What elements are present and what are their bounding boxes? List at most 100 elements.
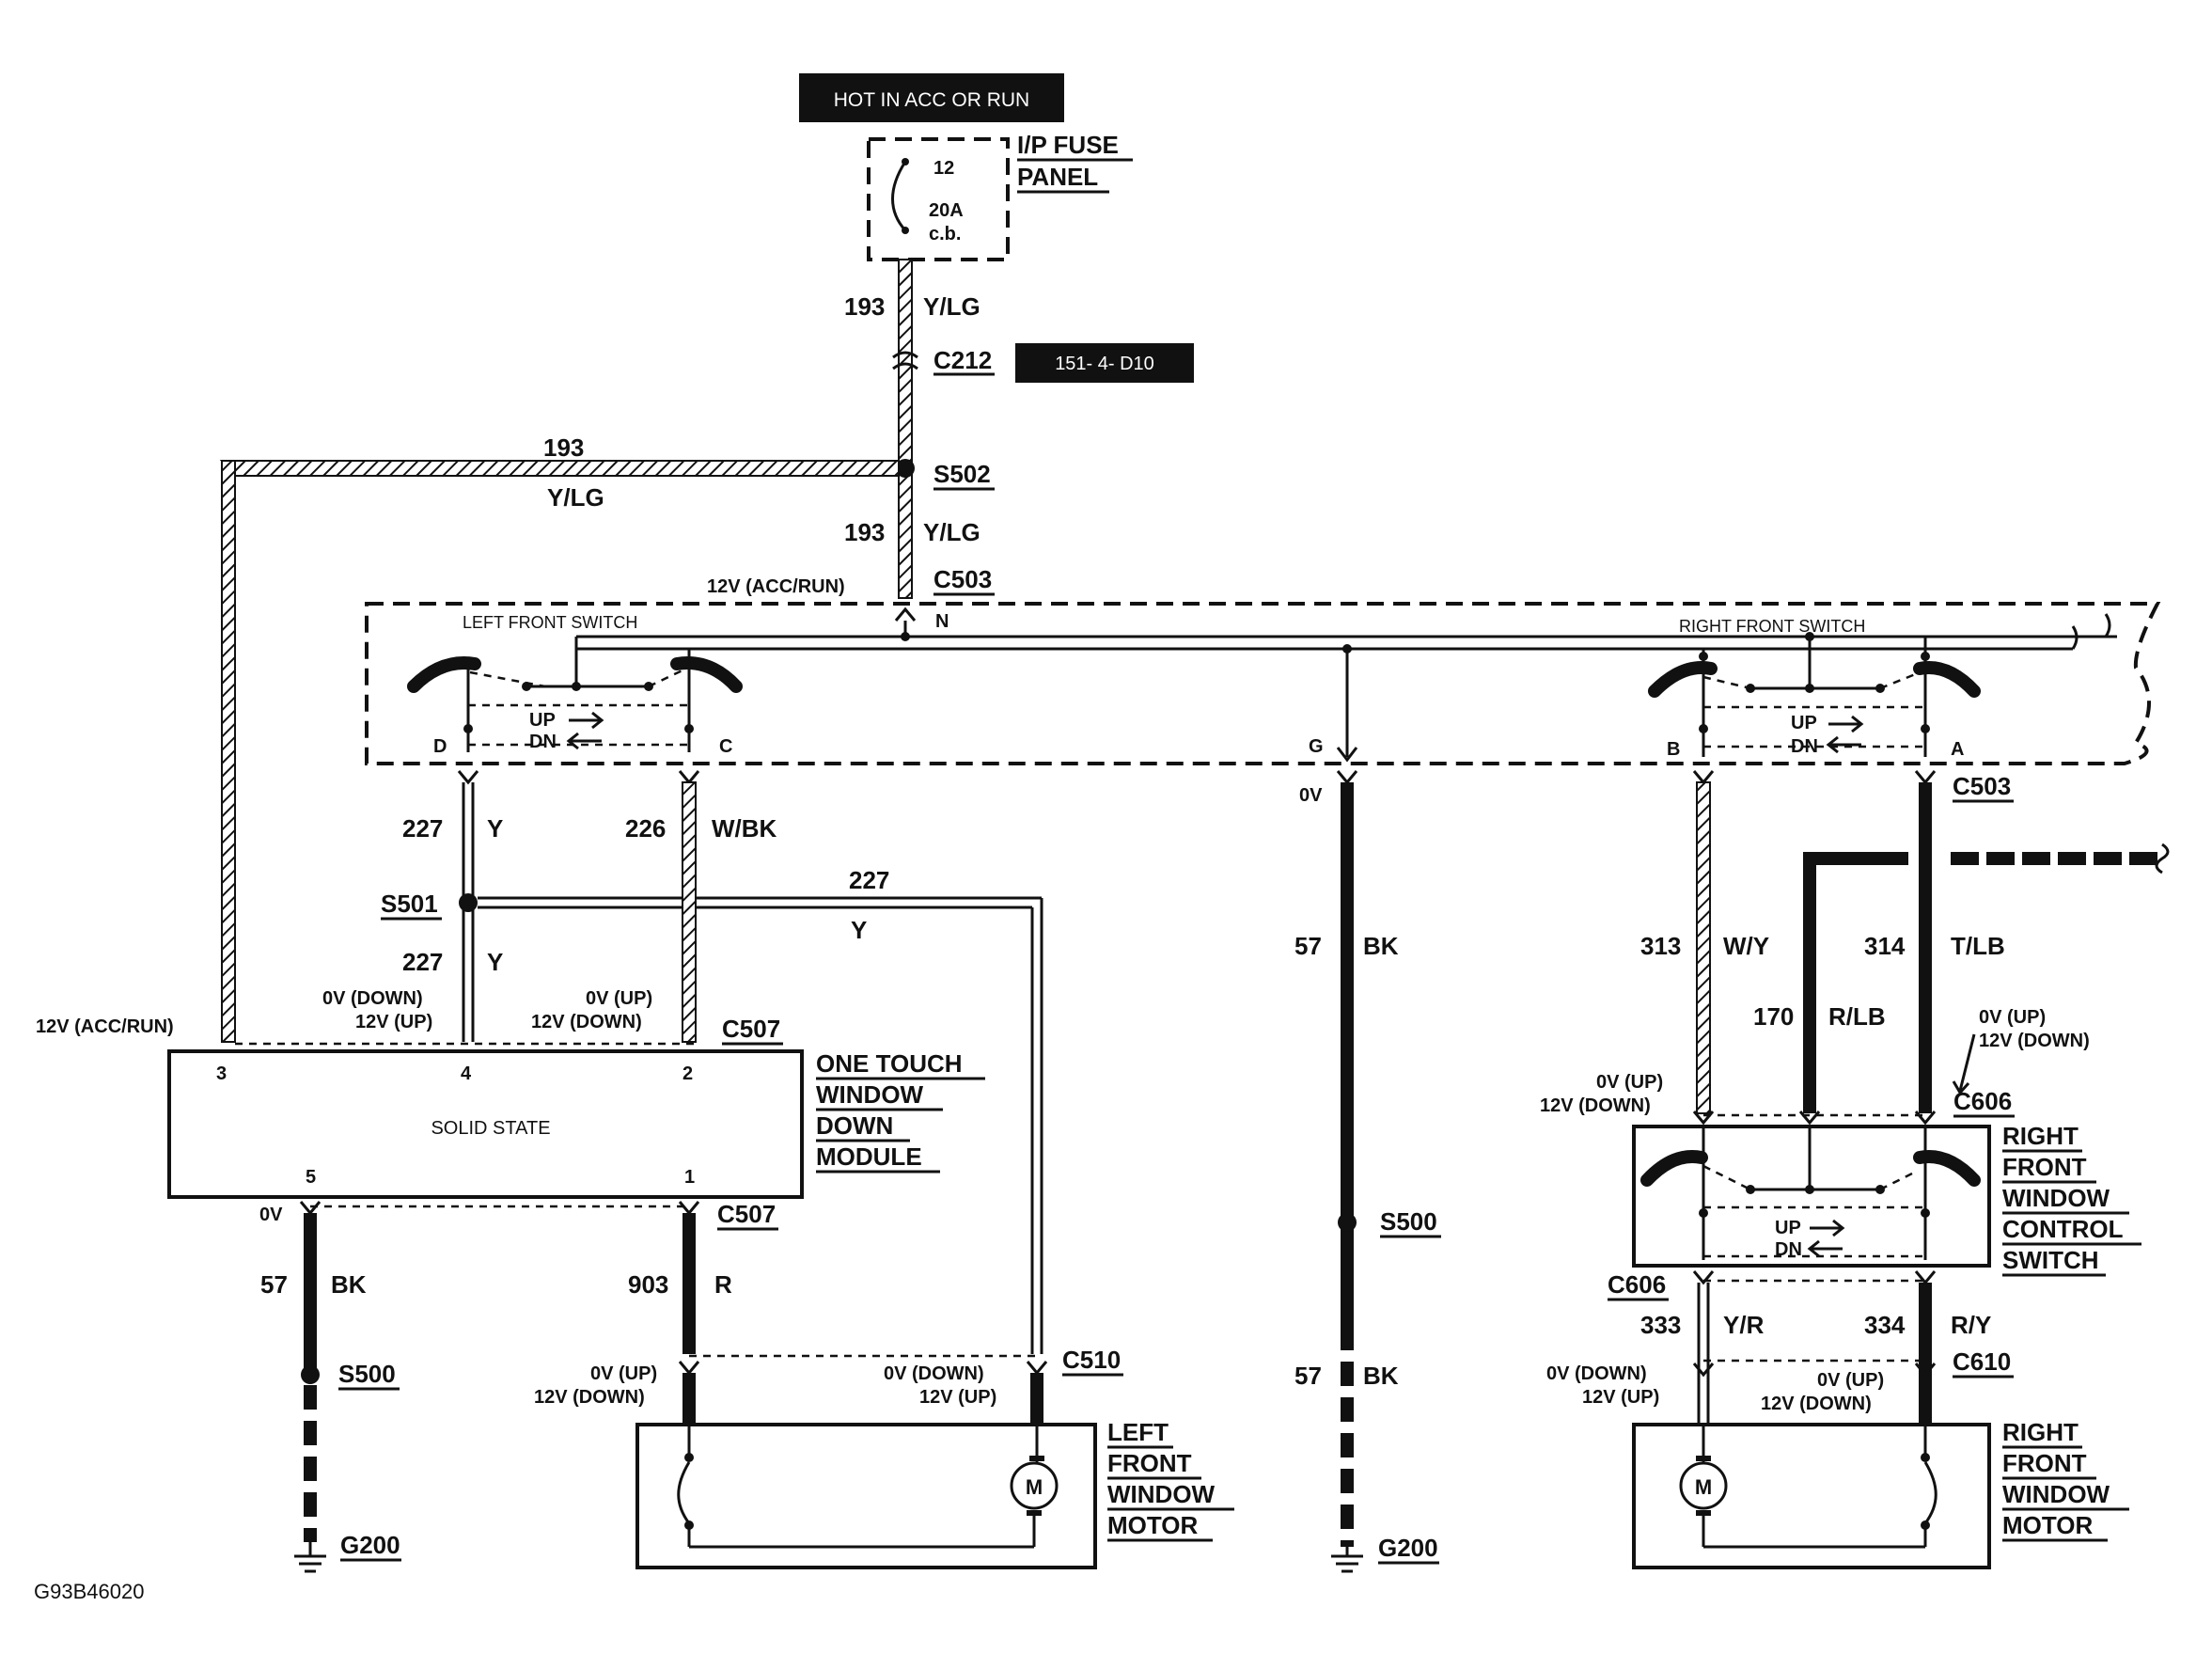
right-switch-title-3: WINDOW	[2002, 1184, 2110, 1212]
right-front-window-motor: M	[1632, 1423, 1991, 1569]
one-touch-module: 3 4 2 SOLID STATE 5 1	[167, 1049, 804, 1199]
wire-227-label-a: 227	[402, 814, 443, 843]
wire-y-label-c: Y	[851, 916, 867, 944]
wire-334-label: 334	[1864, 1311, 1906, 1339]
hot-label-text: HOT IN ACC OR RUN	[834, 89, 1029, 111]
v12down-c606-left: 12V (DOWN)	[1540, 1095, 1651, 1116]
ground-g200-left	[294, 1542, 326, 1573]
splice-s502	[896, 459, 915, 478]
wire-193-branch-horizontal	[219, 460, 900, 477]
right-motor-title-2: FRONT	[2002, 1449, 2087, 1477]
wire-bk-label-center-b: BK	[1363, 1362, 1399, 1390]
right-switch-title-2: FRONT	[2002, 1153, 2087, 1181]
module-title: ONE TOUCH WINDOW DOWN MODULE	[816, 1049, 985, 1174]
wire-227-label-c: 227	[849, 866, 889, 894]
wire-227-label-b: 227	[402, 948, 443, 976]
wire-57-label-center-b: 57	[1294, 1362, 1322, 1390]
wire-y-label-a: Y	[487, 814, 503, 843]
wire-193-label-c: 193	[543, 433, 584, 462]
v12down-pin2: 12V (DOWN)	[531, 1012, 642, 1032]
v12down-c510-left: 12V (DOWN)	[534, 1387, 645, 1408]
module-title-3: DOWN	[816, 1111, 893, 1140]
fuse-rating-2: c.b.	[929, 224, 961, 244]
left-front-window-motor: M	[635, 1423, 1097, 1569]
c503-label-bottom: C503	[1953, 772, 2011, 800]
wire-313-label: 313	[1640, 932, 1681, 960]
right-switch-title: RIGHT FRONT WINDOW CONTROL SWITCH	[2002, 1122, 2141, 1277]
figure-id: G93B46020	[34, 1580, 144, 1603]
wire-yr-label: Y/R	[1723, 1311, 1765, 1339]
fuse-panel-label-2: PANEL	[1017, 163, 1098, 191]
module-title-4: MODULE	[816, 1142, 922, 1171]
wire-tlb-label: T/LB	[1951, 932, 2005, 960]
v12up-c610-left: 12V (UP)	[1582, 1387, 1659, 1408]
v12up-pin4: 12V (UP)	[355, 1012, 432, 1032]
right-motor-title-1: RIGHT	[2002, 1418, 2079, 1446]
left-front-switch-label: LEFT FRONT SWITCH	[463, 613, 637, 632]
right-switch-title-4: CONTROL	[2002, 1215, 2124, 1243]
wire-ylg-label-c: Y/LG	[547, 483, 604, 512]
wire-rlb-label: R/LB	[1828, 1002, 1886, 1031]
s500-label-center: S500	[1380, 1207, 1437, 1236]
left-motor-title-1: LEFT	[1107, 1418, 1169, 1446]
v0up-c606-left: 0V (UP)	[1596, 1072, 1663, 1093]
wire-313-wy	[1696, 781, 1711, 1114]
module-title-1: ONE TOUCH	[816, 1049, 963, 1078]
right-front-switch: UP DN B A	[1648, 637, 1981, 760]
wire-r-label: R	[714, 1270, 732, 1299]
c212-label: C212	[933, 346, 992, 374]
right-window-control-switch: UP DN	[1632, 1125, 1991, 1268]
wire-226-wbk	[682, 781, 697, 1043]
wire-bk-label-left: BK	[331, 1270, 367, 1299]
pin-a-label: A	[1951, 739, 1964, 760]
splice-s500-center	[1338, 1213, 1357, 1232]
left-motor-title-4: MOTOR	[1107, 1511, 1199, 1539]
wire-170-label: 170	[1753, 1002, 1794, 1031]
c606-label-bottom: C606	[1608, 1270, 1666, 1299]
c606-label-top: C606	[1953, 1087, 2012, 1115]
v12up-c510-right: 12V (UP)	[919, 1387, 996, 1408]
splice-s501	[459, 893, 478, 912]
control-switch-dn-label: DN	[1775, 1239, 1802, 1260]
s500-label-left: S500	[338, 1360, 396, 1388]
right-switch-up-label: UP	[1791, 713, 1817, 733]
right-switch-title-1: RIGHT	[2002, 1122, 2079, 1150]
wire-ylg-label-b: Y/LG	[923, 518, 980, 546]
pin-g-label: G	[1309, 736, 1324, 757]
g200-label-left: G200	[340, 1531, 400, 1559]
acc-run-label-c503: 12V (ACC/RUN)	[707, 576, 845, 597]
v0up-c610-right: 0V (UP)	[1817, 1370, 1884, 1391]
wire-wbk-label: W/BK	[712, 814, 777, 843]
fuse-panel-label-1: I/P FUSE	[1017, 131, 1119, 159]
right-motor-title-3: WINDOW	[2002, 1480, 2110, 1508]
wire-227-y	[462, 782, 475, 1042]
hot-label-box: HOT IN ACC OR RUN	[799, 73, 1064, 122]
zero-v-pin5: 0V	[259, 1205, 283, 1225]
fuse-panel: 12 20A c.b. I/P FUSE PANEL	[867, 131, 1133, 261]
right-front-switch-label: RIGHT FRONT SWITCH	[1679, 617, 1865, 636]
ref-box: 151- 4- D10	[1015, 343, 1194, 383]
wire-57-label-left: 57	[260, 1270, 288, 1299]
module-title-2: WINDOW	[816, 1080, 924, 1109]
right-motor-title-4: MOTOR	[2002, 1511, 2094, 1539]
wire-57-label-center-a: 57	[1294, 932, 1322, 960]
c507-label-top: C507	[722, 1015, 780, 1043]
v12down-c606-right: 12V (DOWN)	[1979, 1031, 2090, 1051]
wire-bk-label-center-a: BK	[1363, 932, 1399, 960]
left-front-switch: UP DN D C	[407, 637, 743, 757]
v0down-c510-right: 0V (DOWN)	[884, 1363, 984, 1384]
control-switch-up-label: UP	[1775, 1218, 1801, 1238]
ref-box-text: 151- 4- D10	[1055, 354, 1154, 374]
module-pin-5: 5	[306, 1167, 316, 1188]
v0down-pin4: 0V (DOWN)	[322, 988, 423, 1009]
fuse-number: 12	[933, 158, 954, 179]
s501-label: S501	[381, 890, 438, 918]
wire-903-label: 903	[628, 1270, 668, 1299]
wire-y-label-b: Y	[487, 948, 503, 976]
left-motor-title: LEFT FRONT WINDOW MOTOR	[1107, 1418, 1234, 1542]
wire-193-label-b: 193	[844, 518, 885, 546]
connector-c212: C212	[892, 346, 995, 376]
v12down-c610-right: 12V (DOWN)	[1761, 1394, 1872, 1414]
module-pin-2: 2	[682, 1063, 693, 1084]
